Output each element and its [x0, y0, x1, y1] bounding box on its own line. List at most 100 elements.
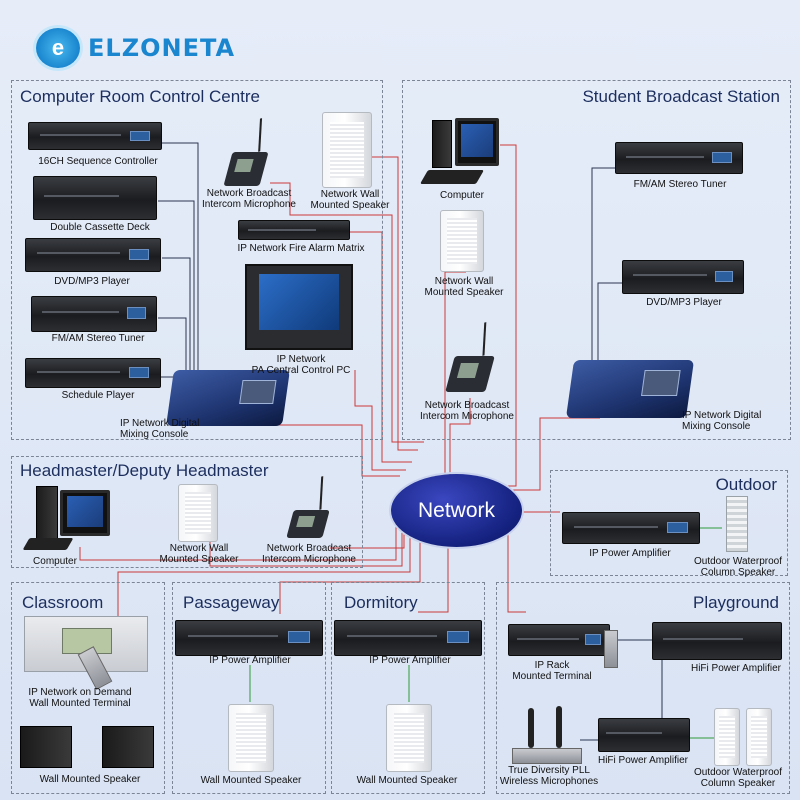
label-line-1: Network Broadcast [266, 543, 352, 554]
label-dvd-player: DVD/MP3 Player [646, 297, 722, 308]
wire-dvd-mixer [162, 257, 191, 382]
wire-speaker-sb-net [444, 271, 466, 478]
column-speaker-icon [714, 708, 740, 766]
wire-seq-mixer [162, 142, 199, 378]
label-computer: Computer [33, 556, 77, 567]
hifi-amplifier-icon [598, 718, 690, 752]
label-wall-speaker: Network Wall Mounted Speaker [300, 189, 400, 211]
label-line-2: Wall Mounted Terminal [29, 698, 131, 709]
zone-passageway: Passageway [172, 582, 326, 794]
wire-net-playground [507, 528, 526, 613]
label-rack-terminal: IP Rack Mounted Terminal [500, 660, 604, 682]
zone-title: Outdoor [715, 475, 777, 494]
intercom-microphone-icon [286, 510, 330, 538]
rack-terminal-icon [508, 624, 610, 656]
zone-playground: Playground [496, 582, 790, 794]
label-line-1: Network Broadcast [424, 400, 510, 411]
computer-monitor-icon [60, 490, 110, 536]
schedule-player-icon [25, 358, 161, 388]
label-wall-speaker: Network Wall Mounted Speaker [416, 276, 512, 298]
label-power-amplifier: IP Power Amplifier [209, 655, 291, 666]
zone-title: Playground [692, 593, 779, 612]
label-wall-speaker: Wall Mounted Speaker [200, 775, 302, 786]
label-power-amplifier: IP Power Amplifier [369, 655, 451, 666]
wire-mixer-sb-net [510, 417, 600, 491]
column-speaker-icon [746, 708, 772, 766]
network-hub: Network [391, 474, 522, 547]
zone-title: Classroom [22, 593, 104, 612]
label-line-1: True Diversity PLL [508, 765, 590, 776]
wire-dvd-sb-mixer [597, 282, 622, 365]
label-computer: Computer [440, 190, 484, 201]
wire-net-classroom [117, 528, 411, 624]
hifi-amplifier-icon [652, 622, 782, 660]
wall-speaker-icon [228, 704, 274, 772]
handheld-microphone-icon [528, 708, 534, 748]
wall-speaker-icon [102, 726, 154, 768]
label-schedule-player: Schedule Player [61, 390, 135, 401]
label-hifi-amplifier: HiFi Power Amplifier [690, 663, 782, 674]
zone-title: Student Broadcast Station [582, 87, 780, 106]
label-wall-speaker: Network Wall Mounted Speaker [150, 543, 248, 565]
column-speaker-icon [726, 496, 748, 552]
wire-mixer-cr-net [260, 424, 400, 477]
computer-tower-icon [432, 120, 452, 168]
wire-tuner-mixer [158, 317, 187, 384]
label-line-2: Mounted Speaker [159, 554, 239, 565]
wall-speaker-icon [322, 112, 372, 188]
wire-net-dormitory [418, 546, 449, 613]
label-wall-speaker: Wall Mounted Speaker [39, 774, 141, 785]
label-line-2: Mixing Console [682, 421, 751, 432]
label-line-2: Intercom Microphone [262, 554, 356, 565]
zone-title: Headmaster/Deputy Headmaster [20, 461, 269, 480]
label-line-1: IP Network [276, 354, 326, 365]
keyboard-icon [22, 538, 74, 550]
zone-student-broadcast: Student Broadcast Station [402, 80, 791, 440]
label-line-2: Intercom Microphone [202, 199, 296, 210]
keyboard-icon [419, 170, 485, 184]
label-fire-alarm-matrix: IP Network Fire Alarm Matrix [237, 243, 365, 254]
label-cassette-deck: Double Cassette Deck [50, 222, 150, 233]
wire-pc-net [354, 370, 406, 471]
label-line-2: Wireless Microphones [499, 776, 599, 787]
zone-classroom: Classroom [11, 582, 165, 794]
label-line-2: Mixing Console [120, 429, 189, 440]
zone-title: Computer Room Control Centre [20, 87, 260, 106]
wall-speaker-icon [386, 704, 432, 772]
wire-speaker-cr-net [370, 156, 418, 451]
computer-tower-icon [36, 486, 58, 540]
wire-net-computer-hm [79, 520, 397, 561]
label-line-1: IP Network Digital [120, 418, 200, 429]
cassette-deck-icon [33, 176, 157, 220]
label-sequence-controller: 16CH Sequence Controller [38, 156, 158, 167]
brand-logo: e ELZONETA [36, 28, 235, 68]
label-line-2: Intercom Microphone [420, 411, 514, 422]
label-power-amplifier: IP Power Amplifier [589, 548, 671, 559]
label-line-1: Network Wall [320, 189, 380, 200]
label-line-1: Network Wall [434, 276, 494, 287]
label-wall-speaker: Wall Mounted Speaker [356, 775, 458, 786]
power-amplifier-icon [562, 512, 700, 544]
label-stereo-tuner: FM/AM Stereo Tuner [51, 333, 145, 344]
label-on-demand-terminal: IP Network on Demand Wall Mounted Termin… [18, 687, 142, 709]
wire-computer-sb-net [500, 144, 517, 487]
label-intercom-microphone: Network Broadcast Intercom Microphone [196, 188, 302, 210]
stereo-tuner-icon [31, 296, 157, 332]
wire-cassette-mixer [158, 200, 195, 380]
label-intercom-microphone: Network Broadcast Intercom Microphone [256, 543, 362, 565]
label-dvd-player: DVD/MP3 Player [54, 276, 130, 287]
zone-title: Dormitory [344, 593, 418, 612]
logo-icon: e [36, 28, 80, 68]
label-mixing-console: IP Network Digital Mixing Console [682, 410, 782, 432]
mixing-console-icon [565, 360, 695, 418]
remote-control-icon [604, 630, 618, 668]
label-line-2: Column Speaker [700, 778, 776, 789]
zone-outdoor: Outdoor [550, 470, 788, 576]
label-line-1: Network Broadcast [206, 188, 292, 199]
label-line-1: Network Wall [169, 543, 229, 554]
label-column-speaker: Outdoor Waterproof Column Speaker [684, 556, 792, 578]
wall-speaker-icon [20, 726, 72, 768]
label-line-2: Mounted Speaker [310, 200, 390, 211]
zone-title: Passageway [183, 593, 280, 612]
dvd-player-icon [25, 238, 161, 272]
